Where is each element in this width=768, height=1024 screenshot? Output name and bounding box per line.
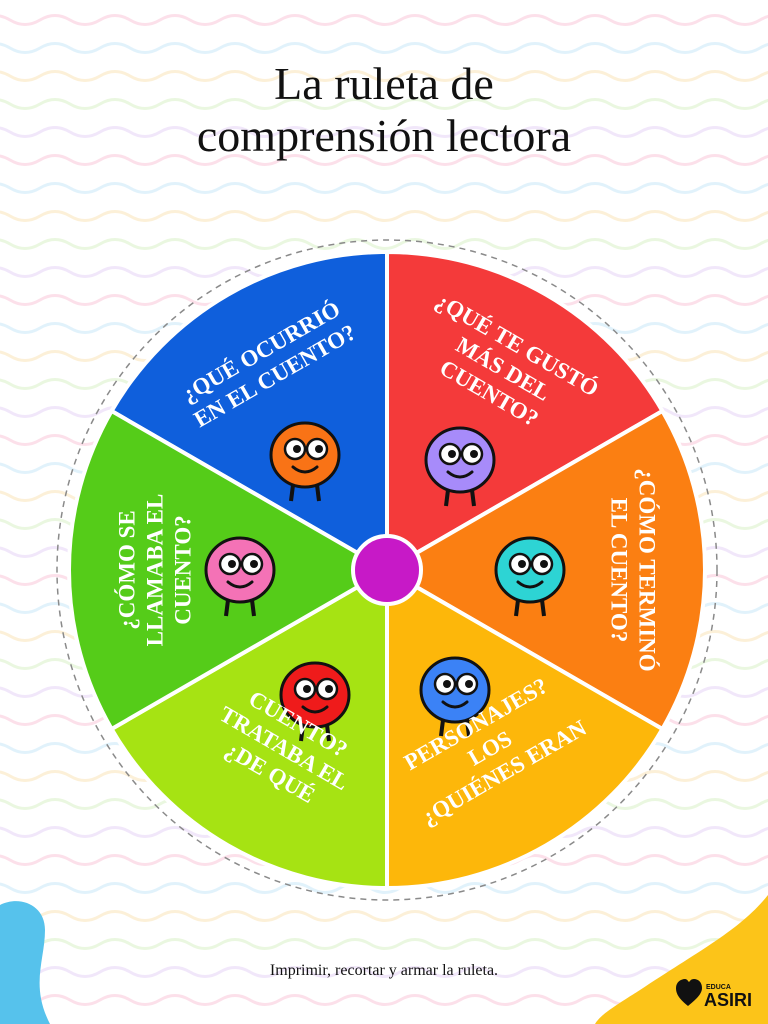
orange-monster-body	[269, 421, 341, 489]
wave-line	[0, 154, 768, 166]
question-6-line-1: ¿CÓMO SE	[113, 510, 139, 629]
question-3-line-2: EL CUENTO?	[607, 498, 632, 643]
pink-monster-mouth	[226, 580, 254, 589]
teal-monster-mouth	[516, 580, 544, 589]
blue-monster-pupil-left	[443, 680, 451, 688]
yellow-corner-blob	[595, 895, 768, 1024]
question-6-line-3: CUENTO?	[170, 515, 195, 625]
orange-monster	[269, 421, 341, 502]
pink-monster-pupil-left	[228, 560, 236, 568]
wheel-segment-5	[108, 566, 389, 891]
pink-monster-leg-right	[250, 599, 256, 617]
orange-monster-leg-right	[315, 484, 321, 502]
pink-monster-pupil-right	[250, 560, 258, 568]
wave-line	[0, 42, 768, 54]
blue-corner-blob	[0, 901, 50, 1024]
wheel-center-dot	[351, 534, 423, 606]
blue-monster-pupil-right	[465, 680, 473, 688]
heart-icon	[676, 979, 702, 1006]
red-monster-mouth	[301, 705, 329, 714]
monsters-layer	[204, 421, 566, 742]
red-monster	[279, 661, 351, 742]
red-monster-pupil-right	[325, 685, 333, 693]
teal-monster-pupil-right	[540, 560, 548, 568]
blue-monster-leg-right	[465, 719, 471, 737]
purple-monster-leg-right	[470, 489, 476, 507]
wave-line	[0, 938, 768, 950]
teal-monster	[494, 536, 566, 617]
purple-monster-pupil-left	[448, 450, 456, 458]
pink-monster-body	[204, 536, 276, 604]
page-title: La ruleta de comprensión lectora	[0, 58, 768, 162]
orange-monster-leg-left	[289, 484, 295, 502]
wave-line	[0, 126, 768, 138]
wave-line	[0, 910, 768, 922]
purple-monster-leg-left	[444, 489, 450, 507]
logo-big-text: ASIRI	[704, 990, 752, 1010]
pink-monster-leg-left	[224, 599, 230, 617]
wave-line	[0, 182, 768, 194]
title-line-2: comprensión lectora	[196, 110, 572, 161]
wave-line	[0, 14, 768, 26]
red-monster-leg-right	[325, 724, 331, 742]
red-monster-leg-left	[299, 724, 305, 742]
logo-small-text: EDUCA	[706, 984, 731, 991]
purple-monster	[424, 426, 496, 507]
blue-monster-mouth	[441, 700, 469, 709]
wave-line	[0, 98, 768, 110]
purple-monster-pupil-right	[470, 450, 478, 458]
orange-monster-pupil-right	[315, 445, 323, 453]
blue-monster	[419, 656, 491, 737]
wheel-segment-4	[385, 566, 666, 891]
teal-monster-body	[494, 536, 566, 604]
purple-monster-body	[424, 426, 496, 494]
orange-monster-pupil-left	[293, 445, 301, 453]
question-3-line-1: ¿CÓMO TERMINÓ	[635, 468, 661, 671]
title-line-1: La ruleta de	[274, 58, 494, 109]
teal-monster-leg-left	[514, 599, 520, 617]
orange-monster-mouth	[291, 465, 319, 474]
wheel-cut-line	[56, 239, 718, 901]
wave-line	[0, 238, 768, 250]
question-6-line-2: LLAMABA EL	[142, 494, 167, 647]
purple-monster-mouth	[446, 470, 474, 479]
pink-monster	[204, 536, 276, 617]
educa-asiri-logo: EDUCA ASIRI	[676, 979, 752, 1010]
red-monster-pupil-left	[303, 685, 311, 693]
wave-line	[0, 210, 768, 222]
blue-monster-leg-left	[439, 719, 445, 737]
wave-line	[0, 70, 768, 82]
teal-monster-leg-right	[540, 599, 546, 617]
instructions-caption: Imprimir, recortar y armar la ruleta.	[269, 962, 499, 979]
teal-monster-pupil-left	[518, 560, 526, 568]
